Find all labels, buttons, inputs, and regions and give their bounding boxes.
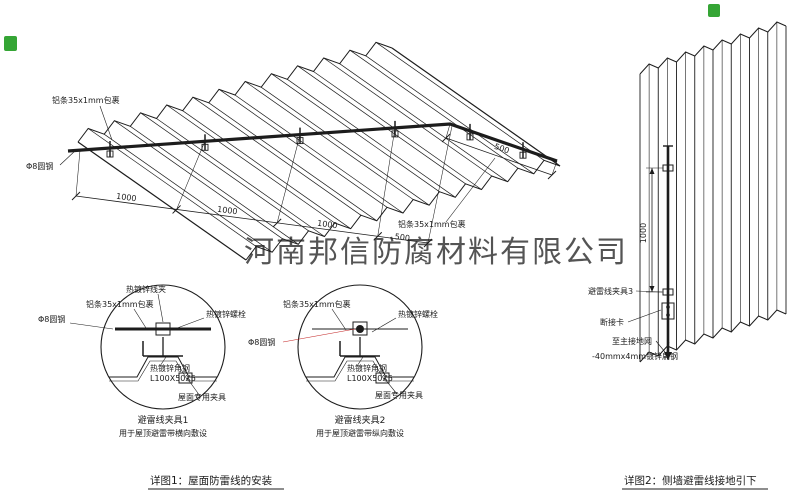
label-round-steel-main: Φ8圆钢 <box>26 161 53 171</box>
d2-label-round-steel: Φ8圆钢 <box>248 337 275 347</box>
wall-label-clamp3: 避雷线夹具3 <box>588 286 633 296</box>
d2-subtitle: 用于屋顶避雷带纵向敷设 <box>316 428 404 438</box>
d2-title: 避雷线夹具2 <box>335 414 386 426</box>
d1-label-round-steel: Φ8圆钢 <box>38 314 65 324</box>
dim-text-1000-a: 1000 <box>116 192 137 204</box>
d1-subtitle: 用于屋顶避雷带横向敷设 <box>119 428 207 438</box>
detail-circle-1 <box>100 284 226 410</box>
detail-1-leader-lines <box>69 293 205 397</box>
wall-label-flat-steel: -40mmx4mm镀锌扁钢 <box>592 351 678 361</box>
detail-circle-2 <box>297 284 423 410</box>
d2-label-angle-spec: L100X50X5 <box>347 374 393 383</box>
wall-label-to-ground: 至主接地网 <box>612 336 652 346</box>
d2-label-angle-steel: 热镀锌角钢 <box>347 363 387 373</box>
d1-label-wire-clip: 热镀锌线夹 <box>126 284 166 294</box>
d1-label-roof-clamp: 屋面专用夹具 <box>178 392 226 402</box>
green-mark-top-right-icon <box>708 4 720 17</box>
d1-label-angle-spec: L100X50X5 <box>150 374 196 383</box>
d2-label-aluminum-strip: 铝条35x1mm包裹 <box>283 299 351 309</box>
label-aluminum-strip-right: 铝条35x1mm包裹 <box>398 219 466 229</box>
dimension-lines <box>59 105 558 248</box>
d1-label-bolt: 热镀锌螺栓 <box>206 309 246 319</box>
dim-text-500-a: 500 <box>394 232 410 243</box>
d1-label-angle-steel: 热镀锌角钢 <box>150 363 190 373</box>
side-wall-drawing <box>627 21 787 363</box>
detail-2-leader-lines <box>282 308 398 395</box>
d1-label-aluminum-strip: 铝条35x1mm包裹 <box>86 299 154 309</box>
green-mark-top-left-icon <box>4 36 17 51</box>
company-watermark: 河南邦信防腐材料有限公司 <box>244 235 628 270</box>
label-aluminum-strip-top: 铝条35x1mm包裹 <box>52 95 120 105</box>
d2-label-roof-clamp: 屋面专用夹具 <box>375 390 423 400</box>
d2-label-bolt: 热镀锌螺栓 <box>398 309 438 319</box>
caption-detail-2: 详图2：侧墙避雷线接地引下 <box>624 474 757 487</box>
dim-text-1000-b: 1000 <box>217 205 238 217</box>
roof-sheet-drawing <box>77 41 561 261</box>
caption-detail-1: 详图1：屋面防雷线的安装 <box>150 474 273 487</box>
wall-dim-text-1000: 1000 <box>639 223 648 243</box>
wall-label-break-card: 断接卡 <box>600 317 624 327</box>
d1-title: 避雷线夹具1 <box>138 414 189 426</box>
dim-text-1000-c: 1000 <box>317 219 338 231</box>
